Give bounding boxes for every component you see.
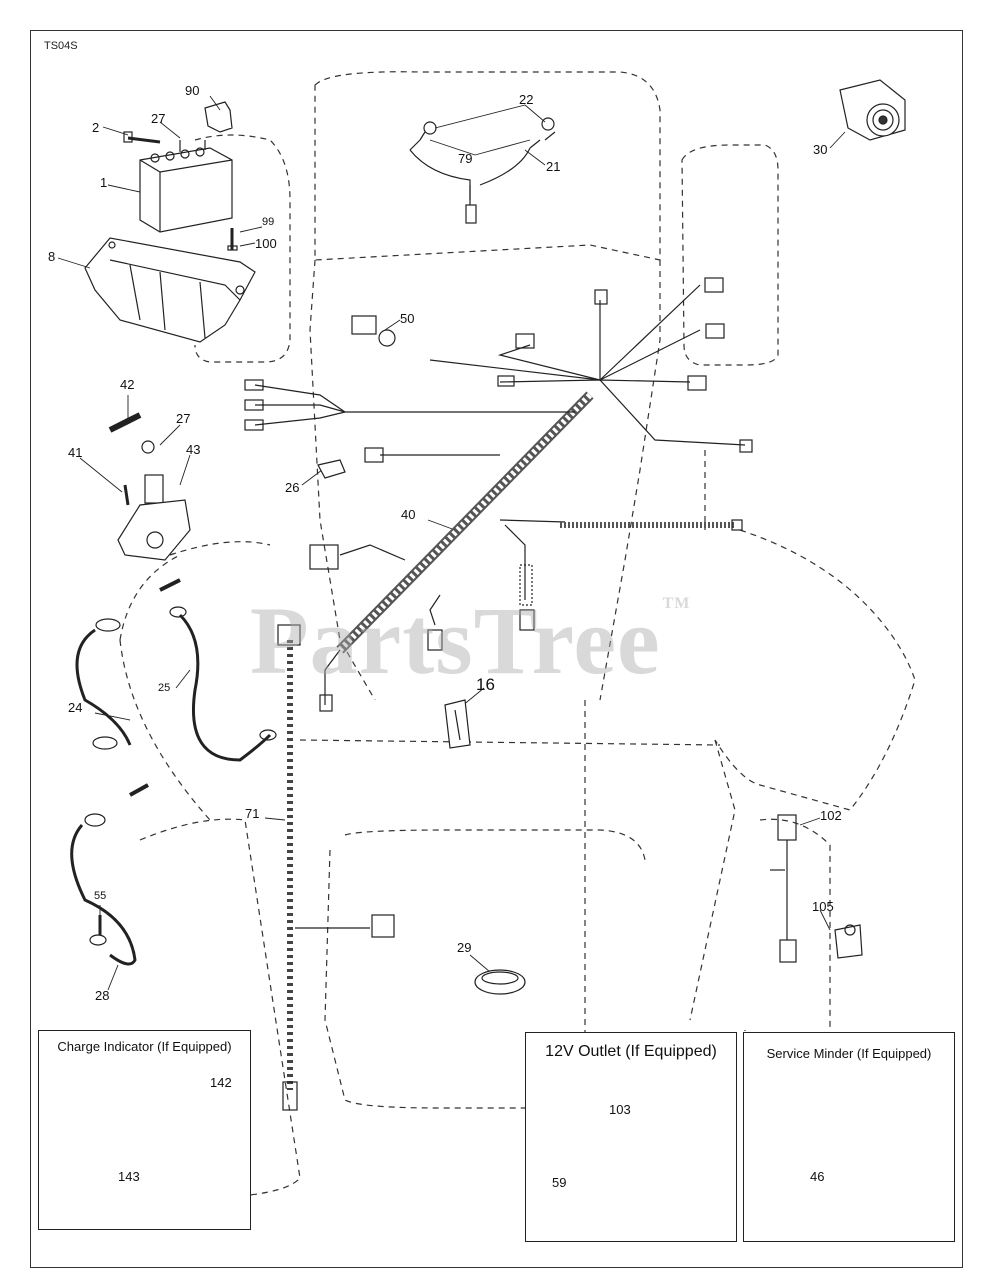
callout-25: 25: [158, 682, 171, 694]
main-harness: [244, 277, 753, 712]
callout-103: 103: [609, 1102, 631, 1117]
callout-22: 22: [519, 92, 534, 107]
brake-switch: [474, 969, 526, 995]
battery-cables: [70, 578, 277, 966]
callout-29: 29: [457, 940, 472, 955]
charge-indicator-box: Charge Indicator (If Equipped): [38, 1030, 251, 1230]
seat-switch: [444, 699, 471, 749]
service-minder-title: Service Minder (If Equipped): [766, 1046, 932, 1061]
callout-26: 26: [285, 480, 300, 495]
callout-41: 41: [68, 445, 83, 460]
callout-90: 90: [185, 83, 200, 98]
charge-indicator-title: Charge Indicator (If Equipped): [57, 1039, 232, 1054]
callout-50: 50: [400, 311, 415, 326]
callout-105: 105: [812, 899, 834, 914]
callout-102: 102: [820, 808, 842, 823]
starter-solenoid: [108, 412, 191, 561]
pto-switch: [351, 315, 396, 347]
callout-16: 16: [476, 675, 495, 694]
callout-71: 71: [245, 806, 260, 821]
callout-28: 28: [95, 988, 110, 1003]
service-minder-box: Service Minder (If Equipped): [743, 1032, 955, 1242]
rear-harness: [277, 624, 395, 1111]
callout-55: 55: [94, 890, 107, 902]
callout-2: 2: [92, 120, 100, 135]
callout-99: 99: [262, 216, 275, 228]
callout-100: 100: [255, 236, 277, 251]
battery-tray: [84, 237, 256, 343]
hour-meter-harness: [770, 814, 863, 963]
outlet-12v-box: 12V Outlet (If Equipped): [525, 1032, 737, 1242]
callout-30: 30: [813, 142, 828, 157]
callout-143: 143: [118, 1169, 140, 1184]
callout-24: 24: [68, 700, 83, 715]
diagram-frame: [30, 30, 963, 1268]
battery: [139, 140, 233, 233]
diagram-reference-code: TS04S: [44, 40, 78, 52]
battery-bolt: [123, 131, 161, 144]
callout-27b: 27: [176, 411, 191, 426]
callout-142: 142: [210, 1075, 232, 1090]
callout-27: 27: [151, 111, 166, 126]
outlet-12v-title: 12V Outlet (If Equipped): [545, 1043, 717, 1060]
terminal-cover: [204, 101, 233, 133]
callout-42: 42: [120, 377, 135, 392]
callout-79: 79: [458, 151, 473, 166]
fuse-holder: [317, 459, 346, 479]
callout-8: 8: [48, 249, 56, 264]
callout-40: 40: [401, 507, 416, 522]
callout-46: 46: [810, 1169, 825, 1184]
headlight-harness: [409, 117, 556, 224]
callout-21: 21: [546, 159, 561, 174]
callout-43: 43: [186, 442, 201, 457]
callout-1: 1: [100, 175, 108, 190]
callout-59: 59: [552, 1175, 567, 1190]
hold-down-bolt: [227, 228, 238, 251]
ignition-switch: [839, 79, 906, 141]
